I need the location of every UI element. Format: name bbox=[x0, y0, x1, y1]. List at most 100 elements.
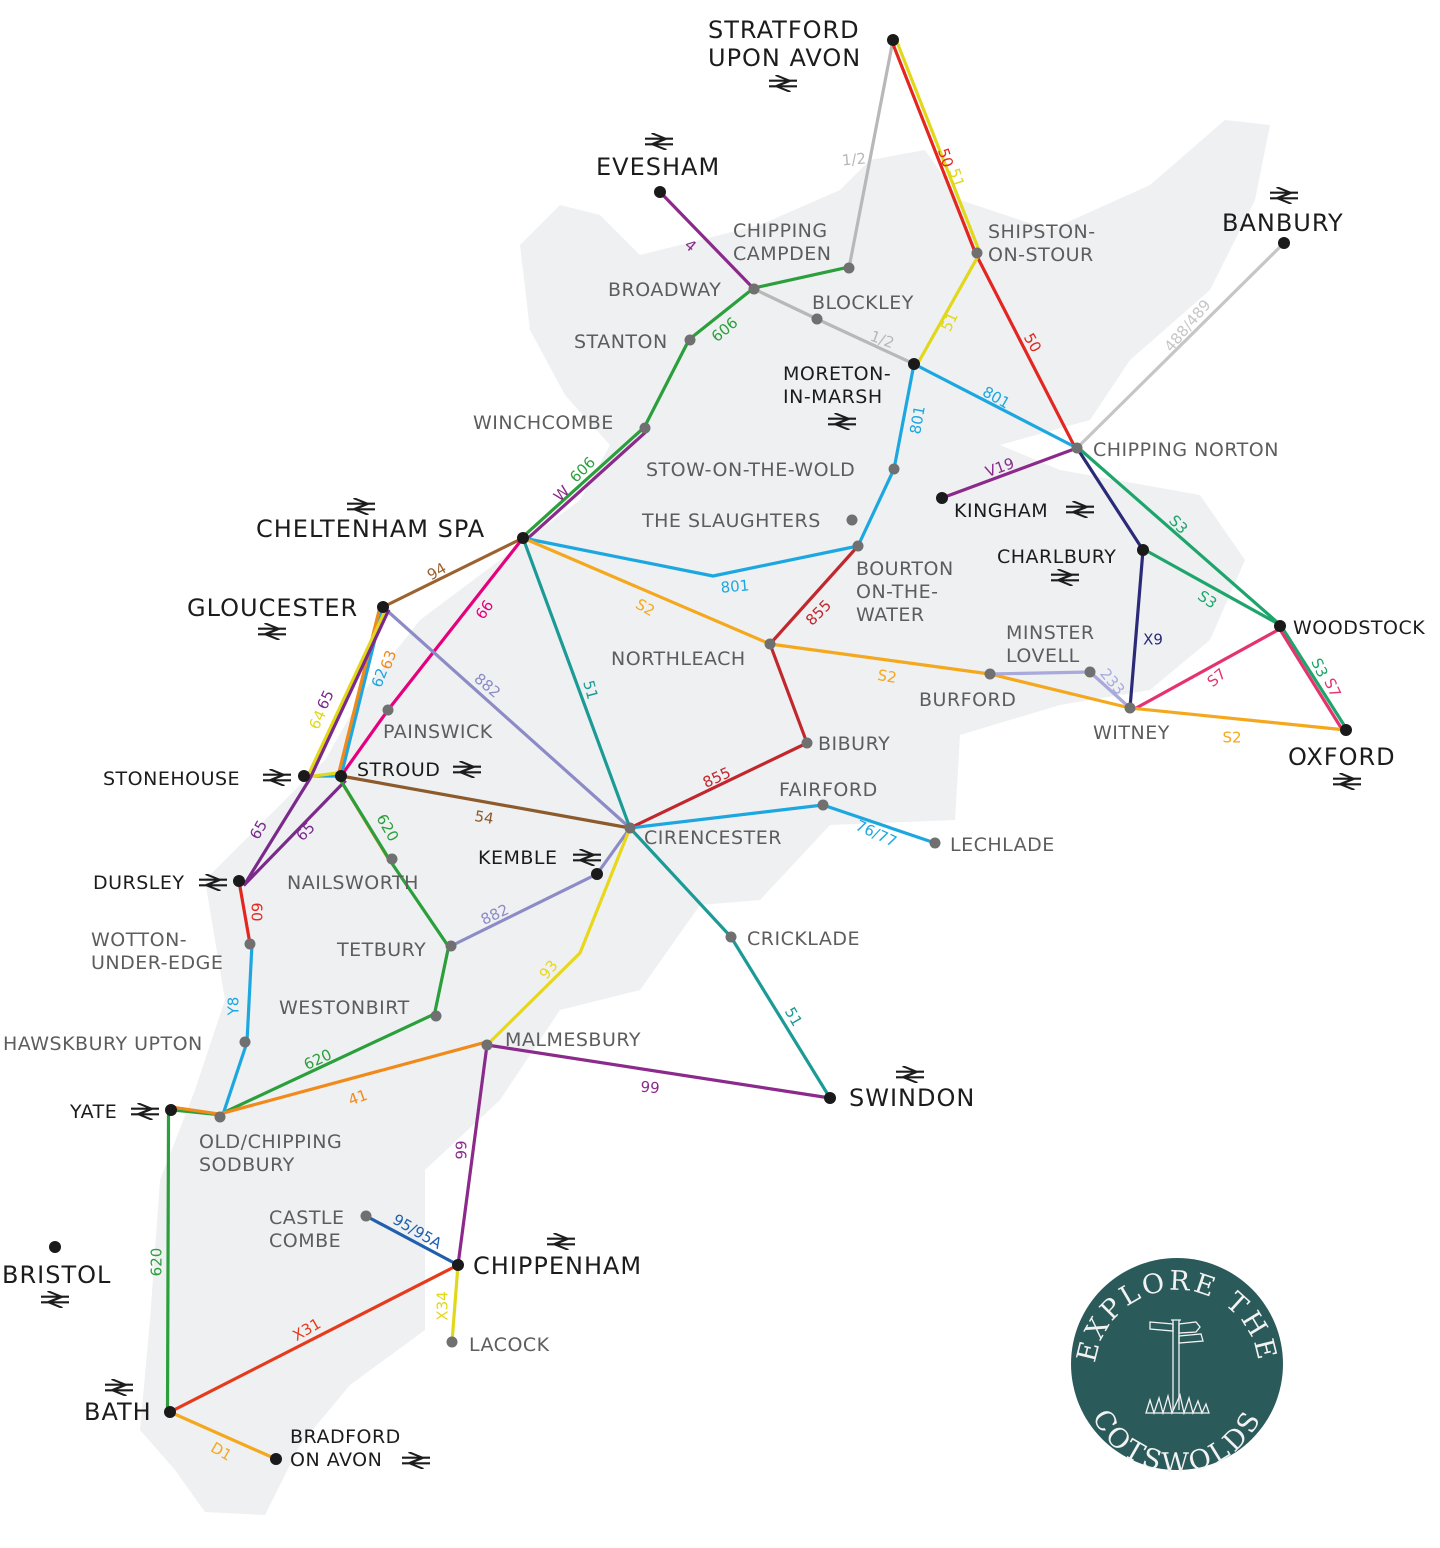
station-dot-hawkesbury[interactable] bbox=[239, 1036, 251, 1048]
station-dot-blockley[interactable] bbox=[811, 313, 823, 325]
station-dot-dursley[interactable] bbox=[233, 875, 245, 887]
station-dot-westonbirt[interactable] bbox=[430, 1010, 442, 1022]
station-dot-sodbury[interactable] bbox=[214, 1111, 226, 1123]
station-dot-bradford[interactable] bbox=[270, 1453, 282, 1465]
station-dot-gloucester[interactable] bbox=[377, 601, 389, 613]
station-dot-bath[interactable] bbox=[164, 1406, 176, 1418]
route-number-label: 41 bbox=[346, 1086, 370, 1109]
station-dot-cirencester[interactable] bbox=[624, 822, 636, 834]
station-dot-oxford[interactable] bbox=[1340, 724, 1352, 736]
route-99-line bbox=[486, 1043, 831, 1100]
route-488-489-line bbox=[1075, 241, 1286, 450]
station-label-burford: BURFORD bbox=[919, 689, 1016, 711]
station-dot-lacock[interactable] bbox=[446, 1336, 458, 1348]
route-number-label: 99 bbox=[453, 1140, 471, 1159]
station-label-shipston: ON-STOUR bbox=[988, 244, 1094, 266]
station-label-castle-combe: COMBE bbox=[269, 1230, 341, 1252]
station-label-painswick: PAINSWICK bbox=[383, 721, 493, 743]
station-label-bourton: WATER bbox=[856, 604, 925, 626]
route-number-label: 63 bbox=[377, 648, 400, 672]
station-label-cheltenham: CHELTENHAM SPA bbox=[256, 515, 485, 543]
station-dot-chipping-campden[interactable] bbox=[843, 262, 855, 274]
route-X31-line bbox=[169, 1263, 459, 1414]
station-dot-kingham[interactable] bbox=[936, 492, 948, 504]
route-94-line bbox=[382, 536, 524, 609]
station-dot-bristol[interactable] bbox=[49, 1241, 61, 1253]
rail-station-icon bbox=[645, 133, 673, 150]
rail-station-icon bbox=[105, 1379, 133, 1396]
station-dot-shipston[interactable] bbox=[971, 247, 983, 259]
logo-badge bbox=[1071, 1258, 1283, 1470]
station-dot-stanton[interactable] bbox=[684, 334, 696, 346]
station-dot-chippenham[interactable] bbox=[452, 1259, 464, 1271]
route-number-label: Y8 bbox=[225, 997, 243, 1017]
rail-station-icon bbox=[769, 75, 797, 92]
station-dot-stratford[interactable] bbox=[887, 34, 899, 46]
station-dot-chipping-norton[interactable] bbox=[1071, 442, 1083, 454]
station-dot-stow[interactable] bbox=[888, 463, 900, 475]
stations-layer bbox=[49, 34, 1352, 1465]
station-dot-witney[interactable] bbox=[1124, 702, 1136, 714]
station-dot-yate[interactable] bbox=[165, 1104, 177, 1116]
station-dot-wotton[interactable] bbox=[244, 938, 256, 950]
route-number-label: X34 bbox=[434, 1291, 452, 1320]
route-54-line bbox=[340, 774, 631, 830]
station-dot-cricklade[interactable] bbox=[725, 931, 737, 943]
route-number-label: 99 bbox=[640, 1078, 661, 1098]
station-label-charlbury: CHARLBURY bbox=[997, 546, 1116, 568]
rail-station-icon bbox=[402, 1452, 430, 1469]
station-label-minster-lovell: MINSTER bbox=[1006, 622, 1095, 644]
station-label-bristol: BRISTOL bbox=[2, 1261, 111, 1289]
station-dot-banbury[interactable] bbox=[1278, 237, 1290, 249]
station-dot-stroud[interactable] bbox=[335, 770, 347, 782]
station-dot-bibury[interactable] bbox=[801, 737, 813, 749]
station-label-swindon: SWINDON bbox=[849, 1084, 975, 1112]
station-label-sodbury: SODBURY bbox=[199, 1154, 295, 1176]
station-dot-minster-lovell[interactable] bbox=[1084, 666, 1096, 678]
station-dot-burford[interactable] bbox=[984, 668, 996, 680]
station-dot-stonehouse[interactable] bbox=[298, 770, 310, 782]
station-dot-swindon[interactable] bbox=[824, 1092, 836, 1104]
station-label-dursley: DURSLEY bbox=[93, 872, 185, 894]
station-label-lacock: LACOCK bbox=[469, 1334, 550, 1356]
route-51-line bbox=[521, 537, 832, 1099]
route-number-label: 62 bbox=[368, 666, 391, 690]
route-V19-line bbox=[941, 446, 1078, 500]
route-number-label: 801 bbox=[720, 576, 750, 596]
route-65-line bbox=[242, 779, 347, 887]
station-dot-woodstock[interactable] bbox=[1274, 620, 1286, 632]
station-dot-charlbury[interactable] bbox=[1137, 544, 1149, 556]
station-dot-castle-combe[interactable] bbox=[360, 1210, 372, 1222]
station-label-cirencester: CIRENCESTER bbox=[644, 827, 782, 849]
station-label-malmesbury: MALMESBURY bbox=[505, 1029, 641, 1051]
station-dot-bourton[interactable] bbox=[852, 540, 864, 552]
station-dot-malmesbury[interactable] bbox=[481, 1039, 493, 1051]
rail-station-icon bbox=[41, 1291, 69, 1308]
station-label-stratford: STRATFORD bbox=[708, 16, 860, 44]
station-dot-broadway[interactable] bbox=[748, 283, 760, 295]
station-dot-nailsworth[interactable] bbox=[386, 853, 398, 865]
station-label-yate: YATE bbox=[69, 1101, 117, 1123]
station-label-westonbirt: WESTONBIRT bbox=[279, 997, 410, 1019]
route-number-label: 54 bbox=[473, 807, 495, 828]
station-dot-moreton[interactable] bbox=[908, 358, 920, 370]
station-label-hawkesbury: HAWSKBURY UPTON bbox=[3, 1033, 203, 1055]
station-label-lechlade: LECHLADE bbox=[950, 834, 1055, 856]
station-label-tetbury: TETBURY bbox=[336, 939, 426, 961]
station-dot-tetbury[interactable] bbox=[445, 940, 457, 952]
station-dot-lechlade[interactable] bbox=[929, 837, 941, 849]
station-dot-northleach[interactable] bbox=[764, 638, 776, 650]
station-dot-painswick[interactable] bbox=[382, 704, 394, 716]
station-label-stroud: STROUD bbox=[357, 759, 440, 781]
rail-station-icon bbox=[1333, 773, 1361, 790]
station-dot-slaughters[interactable] bbox=[846, 514, 858, 526]
station-dot-cheltenham[interactable] bbox=[517, 532, 529, 544]
station-dot-kemble[interactable] bbox=[591, 868, 603, 880]
station-label-cricklade: CRICKLADE bbox=[747, 928, 860, 950]
route-60-line bbox=[237, 880, 252, 945]
station-dot-winchcombe[interactable] bbox=[639, 422, 651, 434]
station-dot-fairford[interactable] bbox=[817, 799, 829, 811]
station-dot-evesham[interactable] bbox=[654, 186, 666, 198]
